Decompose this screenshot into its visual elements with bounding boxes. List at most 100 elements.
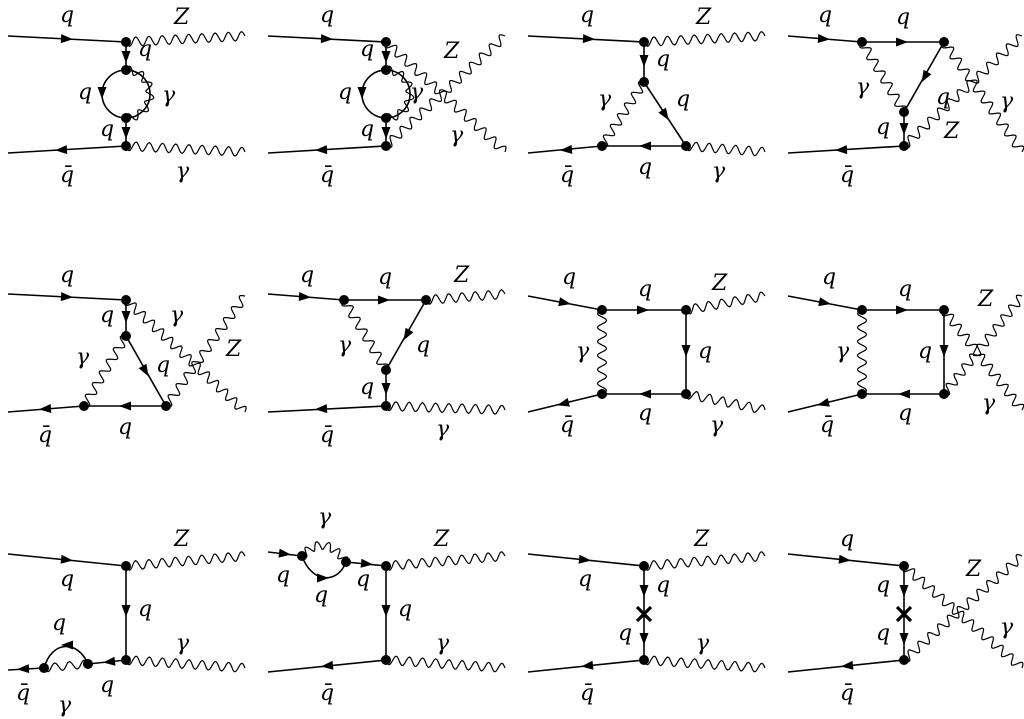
counterterm-cross: [895, 605, 913, 623]
label-qbar: q̄: [820, 413, 834, 438]
label-q: q: [60, 263, 74, 288]
photon-line: [165, 295, 246, 407]
label-q: q: [378, 265, 392, 290]
label-qbar: q̄: [560, 413, 574, 438]
photon-line: [425, 289, 506, 305]
diagram-2: q Z q q γ q q̄ γ: [267, 3, 507, 188]
label-q: q: [580, 3, 594, 28]
diagram-12: q Z q γ q q̄: [787, 527, 1024, 706]
label-q: q: [356, 567, 370, 592]
photon-loop: [385, 65, 415, 121]
label-q: q: [656, 573, 670, 598]
photon-line: [902, 565, 1024, 669]
photon-line: [643, 655, 766, 673]
label-qbar: q̄: [60, 163, 74, 188]
label-q: q: [840, 527, 854, 552]
label-Z: Z: [965, 557, 982, 582]
label-q: q: [276, 563, 290, 588]
photon-line: [941, 41, 1024, 153]
label-Z: Z: [453, 263, 470, 288]
photon-line: [385, 401, 506, 415]
label-q: q: [360, 37, 374, 62]
label-q: q: [638, 277, 652, 302]
photon-line: [124, 299, 247, 413]
label-q: q: [60, 567, 74, 592]
photon-line: [685, 141, 766, 157]
label-q: q: [898, 401, 912, 426]
label-Z: Z: [225, 337, 242, 362]
label-gamma: γ: [58, 693, 72, 718]
label-qbar: q̄: [840, 163, 854, 188]
photon-line: [943, 294, 1023, 396]
label-q: q: [416, 333, 430, 358]
label-qbar: q̄: [320, 163, 334, 188]
label-q: q: [398, 597, 412, 622]
label-gamma: γ: [982, 391, 996, 416]
photon-line: [385, 34, 506, 148]
label-qbar: q̄: [580, 681, 594, 706]
label-q: q: [100, 673, 114, 698]
diagram-7: q q Z γ q q q̄ γ: [527, 265, 766, 438]
photon-line: [685, 291, 766, 315]
label-gamma: γ: [176, 159, 190, 184]
diagram-3: q Z q q γ q q̄ γ: [527, 3, 766, 188]
label-q: q: [876, 573, 890, 598]
photon-line: [341, 299, 389, 371]
label-gamma: γ: [450, 123, 464, 148]
label-q: q: [638, 155, 652, 180]
photon-loop: [125, 65, 155, 121]
label-q: q: [60, 3, 74, 28]
label-gamma: γ: [170, 303, 184, 328]
photon-line: [941, 309, 1024, 411]
label-qbar: q̄: [38, 423, 52, 448]
photon-line: [859, 41, 907, 113]
label-gamma: γ: [856, 75, 870, 100]
diagram-8: q q Z γ q q γ q̄: [787, 265, 1024, 438]
photon-line: [125, 655, 246, 673]
label-q: q: [876, 621, 890, 646]
label-q: q: [918, 339, 932, 364]
photon-line: [903, 34, 1023, 148]
label-q: q: [156, 353, 170, 378]
label-q: q: [360, 375, 374, 400]
photon-line: [384, 41, 507, 153]
photon-line: [125, 31, 246, 47]
photon-loop: [301, 541, 349, 563]
label-q: q: [896, 5, 910, 30]
label-qbar: q̄: [840, 681, 854, 706]
label-q: q: [578, 567, 592, 592]
label-q: q: [314, 583, 328, 608]
photon-line: [903, 553, 1023, 663]
label-q: q: [138, 37, 152, 62]
diagram-6: q q Z γ q q q̄ γ: [267, 263, 506, 448]
label-gamma: γ: [696, 631, 710, 656]
label-Z: Z: [173, 5, 190, 30]
label-q: q: [100, 117, 114, 142]
label-q: q: [138, 597, 152, 622]
label-q: q: [78, 80, 92, 105]
label-gamma: γ: [598, 87, 612, 112]
label-q: q: [618, 621, 632, 646]
label-gamma: γ: [176, 631, 190, 656]
label-qbar: q̄: [320, 423, 334, 448]
label-Z: Z: [443, 39, 460, 64]
photon-line: [83, 335, 127, 407]
diagram-1: q Z q q γ q q̄ γ: [7, 3, 246, 188]
label-q: q: [52, 611, 66, 636]
label-gamma: γ: [76, 345, 90, 370]
label-gamma: γ: [1000, 89, 1014, 114]
photon-line: [385, 655, 506, 673]
label-gamma: γ: [1000, 615, 1014, 640]
label-q: q: [638, 401, 652, 426]
label-gamma: γ: [338, 333, 352, 358]
label-q: q: [876, 115, 890, 140]
label-qbar: q̄: [560, 163, 574, 188]
label-gamma: γ: [710, 413, 724, 438]
photon-line: [643, 551, 766, 571]
diagram-5: q γ q Z γ q q q̄: [7, 263, 247, 448]
label-Z: Z: [693, 527, 710, 552]
label-gamma: γ: [410, 80, 424, 105]
label-q: q: [698, 339, 712, 364]
label-q: q: [562, 265, 576, 290]
